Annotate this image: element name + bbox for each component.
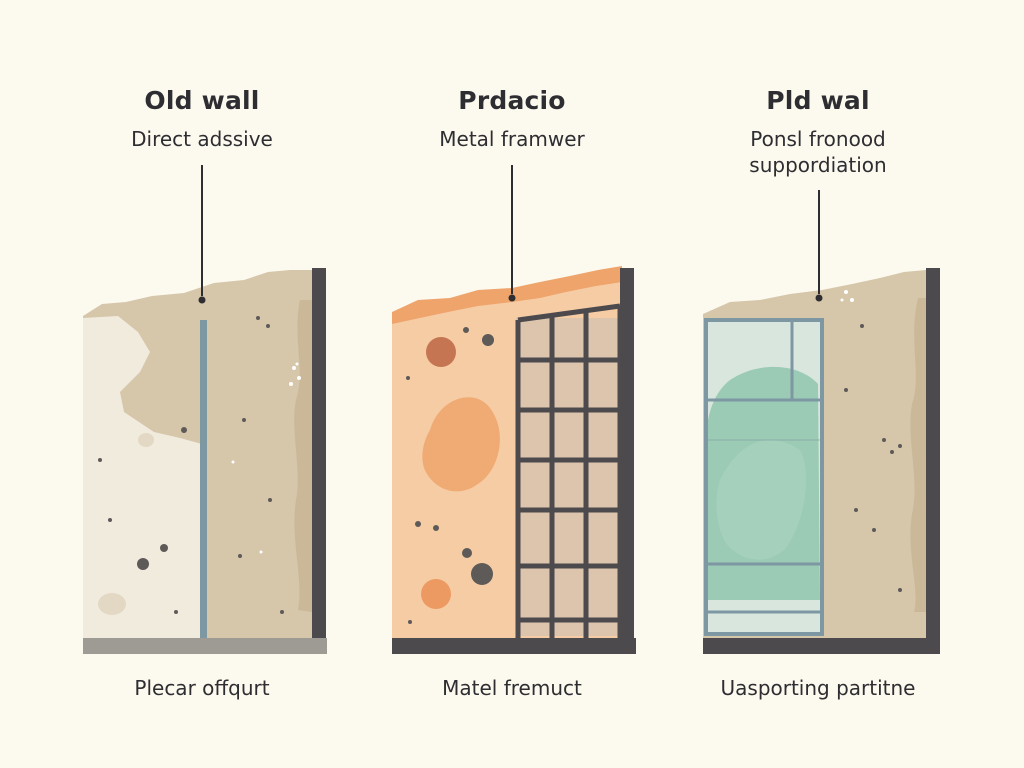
metal-panel-end-post bbox=[620, 268, 634, 640]
metal-panel-frame-backing bbox=[516, 318, 620, 636]
partition-wall-crumbling-edge bbox=[910, 298, 926, 612]
metal-panel-orange-stain bbox=[422, 397, 500, 492]
partition-floor bbox=[703, 638, 940, 654]
partition-pointer-dot bbox=[815, 294, 823, 302]
partition-frame bbox=[704, 318, 824, 636]
panel-1-caption: Plecar offqurt bbox=[134, 676, 270, 700]
panel-3-title: Pld wal bbox=[766, 86, 870, 115]
old-wall-pores bbox=[98, 316, 284, 614]
panel-3-subtitle-line-2: suppordiation bbox=[749, 153, 887, 177]
old-wall-end-post bbox=[312, 268, 326, 640]
metal-panel-spots bbox=[406, 327, 494, 624]
panel-2-title: Prdacio bbox=[458, 86, 566, 115]
partition-glass-highlight bbox=[716, 440, 807, 560]
old-wall-flakes bbox=[231, 362, 301, 554]
panel-supporting-partition bbox=[703, 190, 940, 654]
metal-panel-floor bbox=[392, 638, 636, 654]
panel-1-subtitle: Direct adssive bbox=[131, 127, 273, 151]
partition-wall-pores bbox=[844, 324, 902, 592]
old-wall-pointer-dot bbox=[198, 296, 206, 304]
metal-panel-pointer-dot bbox=[508, 294, 516, 302]
old-wall-crumbling-edge bbox=[294, 300, 312, 612]
panel-metal-framework bbox=[392, 165, 636, 654]
metal-panel-top-edge bbox=[392, 266, 622, 324]
panel-old-wall bbox=[83, 165, 327, 654]
panel-1-title: Old wall bbox=[144, 86, 260, 115]
old-wall-peeled-area bbox=[83, 316, 202, 640]
panel-3-subtitle-line-1: Ponsl fronood bbox=[750, 127, 886, 151]
old-wall-adhesive-strip bbox=[200, 320, 207, 638]
panel-2-subtitle: Metal framwer bbox=[439, 127, 585, 151]
partition-wall-flakes bbox=[840, 290, 854, 302]
panel-3-caption: Uasporting partitne bbox=[720, 676, 916, 700]
old-wall-blotches bbox=[98, 433, 154, 615]
old-wall-floor bbox=[83, 638, 327, 654]
panel-2-caption: Matel fremuct bbox=[442, 676, 582, 700]
partition-end-post bbox=[926, 268, 940, 640]
